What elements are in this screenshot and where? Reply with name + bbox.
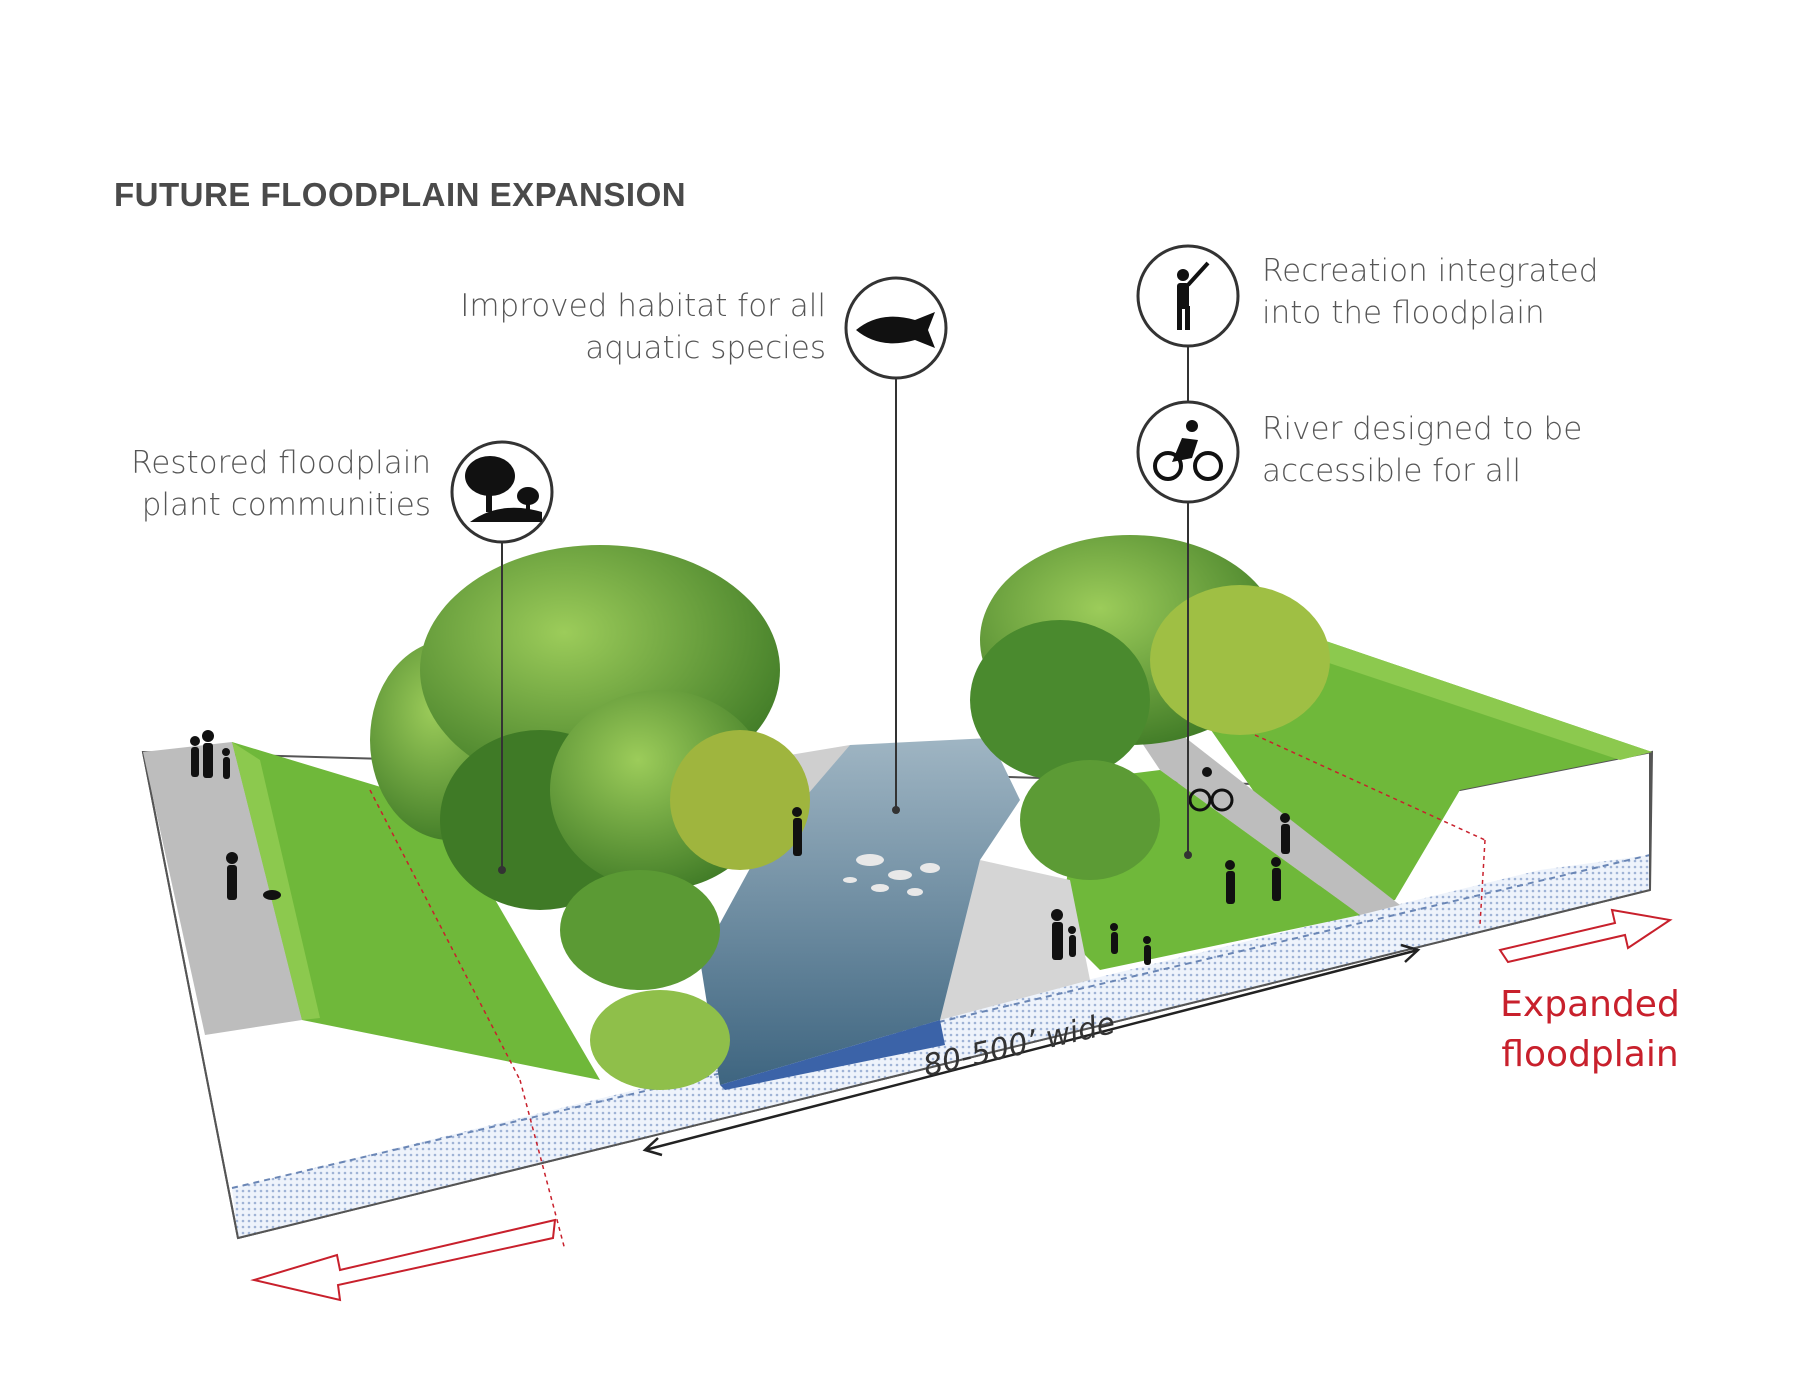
callout-plants: Restored floodplain plant communities [96,442,431,526]
expanded-label-line-2: floodplain [1501,1034,1679,1075]
callout-habitat-line-1: Improved habitat for all [460,288,826,324]
expanded-floodplain-label: Expanded floodplain [1470,980,1710,1080]
cyclist-icon [1136,400,1240,504]
diagram-title: FUTURE FLOODPLAIN EXPANSION [114,176,687,213]
callout-habitat: Improved habitat for all aquatic species [430,285,826,369]
left-walking-path [143,742,302,1035]
callout-plants-line-1: Restored floodplain [131,445,431,481]
gravel-bank-right [940,860,1090,1020]
left-embankment [232,742,600,1080]
river-rocks [843,854,940,896]
baseball-batter-icon [1136,244,1240,348]
callout-recreation-line-2: into the floodplain [1262,295,1545,331]
fish-icon [844,276,948,380]
callout-access-line-1: River designed to be [1262,411,1583,447]
callout-habitat-line-2: aquatic species [585,330,826,366]
callout-recreation: Recreation integrated into the floodplai… [1262,250,1682,334]
width-dimension-arrow [642,943,1421,1157]
leader-lines [501,346,1189,870]
right-trees [970,535,1330,880]
callout-access-line-2: accessible for all [1262,453,1521,489]
river-channel [700,738,1020,1085]
expand-arrow-left [250,1218,557,1302]
people-silhouettes [190,730,1290,965]
left-trees [370,545,810,1090]
callout-access: River designed to be accessible for all [1262,408,1682,492]
callout-plants-line-2: plant communities [141,487,431,523]
expanded-label-line-1: Expanded [1500,984,1680,1025]
expand-arrow-right [1498,908,1673,964]
callout-recreation-line-1: Recreation integrated [1262,253,1599,289]
soil-layer [232,855,1650,1238]
trees-icon [450,440,554,544]
floodplain-boundary-lines [369,734,1486,1251]
right-bike-path [1120,710,1400,915]
